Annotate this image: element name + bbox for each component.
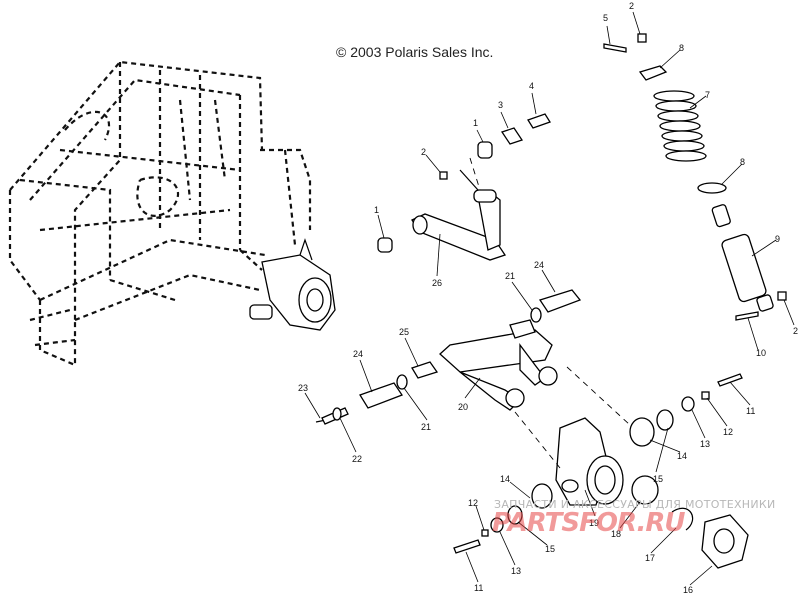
callout-21: 21 xyxy=(421,422,431,432)
callout-20: 20 xyxy=(458,402,468,412)
bolt-11-right xyxy=(717,373,743,387)
bushing-1 xyxy=(377,237,393,253)
bushing-14-left xyxy=(531,483,553,509)
callout-5: 5 xyxy=(603,13,608,23)
pin-24-left xyxy=(359,382,403,409)
callout-14: 14 xyxy=(500,474,510,484)
callout-13: 13 xyxy=(700,439,710,449)
callout-9: 9 xyxy=(775,234,780,244)
bushing-18 xyxy=(631,475,659,505)
nut-12-left xyxy=(481,529,489,537)
shock-body xyxy=(711,204,774,312)
sleeve-15-right xyxy=(656,409,674,431)
callout-2: 2 xyxy=(793,326,798,336)
watermark-logo: PARTSFOR.RU xyxy=(492,508,685,538)
callout-21: 21 xyxy=(505,271,515,281)
shock-assembly xyxy=(603,33,787,321)
callout-15: 15 xyxy=(545,544,555,554)
callout-3: 3 xyxy=(498,100,503,110)
callout-15: 15 xyxy=(653,474,663,484)
washer-22 xyxy=(332,407,342,421)
callout-24: 24 xyxy=(353,349,363,359)
nut-12-right xyxy=(701,391,710,400)
callout-11: 11 xyxy=(474,583,483,593)
callout-25: 25 xyxy=(399,327,409,337)
callout-4: 4 xyxy=(529,81,534,91)
callout-7: 7 xyxy=(705,90,710,100)
callout-22: 22 xyxy=(352,454,362,464)
snap-ring-17 xyxy=(671,507,694,531)
callout-1: 1 xyxy=(374,205,379,215)
pin-4 xyxy=(527,113,551,129)
callout-2: 2 xyxy=(421,147,426,157)
right-bearing-carrier xyxy=(555,417,624,506)
callout-8: 8 xyxy=(740,157,745,167)
callout-24: 24 xyxy=(534,260,544,270)
upper-control-arm xyxy=(411,189,507,261)
sleeve-15-left xyxy=(507,505,523,525)
callout-2: 2 xyxy=(629,1,634,11)
callout-23: 23 xyxy=(298,383,308,393)
leader-lines xyxy=(304,11,795,586)
washer-21-top xyxy=(530,307,542,323)
frame-outline xyxy=(8,60,312,367)
left-bearing-carrier xyxy=(249,238,336,331)
hub-16 xyxy=(701,514,749,569)
callout-8: 8 xyxy=(679,43,684,53)
lower-control-arm xyxy=(439,319,558,411)
callout-12: 12 xyxy=(723,427,733,437)
callout-1: 1 xyxy=(473,118,478,128)
callout-16: 16 xyxy=(683,585,693,593)
callout-numbers: 5 2 8 7 8 9 2 10 4 3 1 2 1 26 21 24 25 2… xyxy=(298,1,798,593)
nut-2 xyxy=(439,171,448,180)
bolt-11-left xyxy=(453,539,481,554)
pin-24-top xyxy=(538,289,582,313)
sleeve-3 xyxy=(500,127,524,145)
callout-17: 17 xyxy=(645,553,655,563)
sleeve-25 xyxy=(411,361,439,379)
bushing-14-right xyxy=(629,417,655,447)
callout-14: 14 xyxy=(677,451,687,461)
callout-18: 18 xyxy=(611,529,621,539)
washer-13-left xyxy=(490,517,504,533)
washer-21-bottom xyxy=(396,374,408,390)
callout-10: 10 xyxy=(756,348,766,358)
shock-spring xyxy=(653,90,707,162)
callout-19: 19 xyxy=(589,518,599,528)
callout-26: 26 xyxy=(432,278,442,288)
callout-13: 13 xyxy=(511,566,521,576)
bushing-top xyxy=(477,141,493,159)
watermark-tagline: ЗАПЧАСТИ И АКСЕССУАРЫ ДЛЯ МОТОТЕХНИКИ xyxy=(494,498,776,511)
callout-11: 11 xyxy=(746,406,755,416)
washer-13-right xyxy=(681,396,695,412)
copyright-notice: © 2003 Polaris Sales Inc. xyxy=(336,44,494,60)
callout-12: 12 xyxy=(468,498,478,508)
